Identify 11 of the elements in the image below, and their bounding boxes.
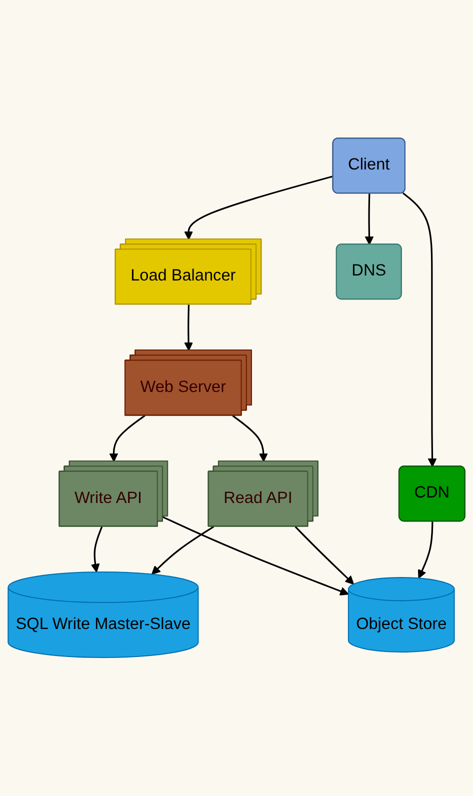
arrow	[152, 526, 214, 575]
arrow	[294, 526, 354, 585]
arrow	[184, 176, 334, 240]
arrow	[90, 526, 103, 573]
arrow	[402, 192, 437, 468]
arrow	[232, 415, 268, 462]
arrow	[184, 304, 194, 352]
arrow	[162, 516, 349, 596]
arrow	[109, 415, 146, 462]
arrow	[364, 194, 374, 246]
arrow	[418, 522, 434, 579]
